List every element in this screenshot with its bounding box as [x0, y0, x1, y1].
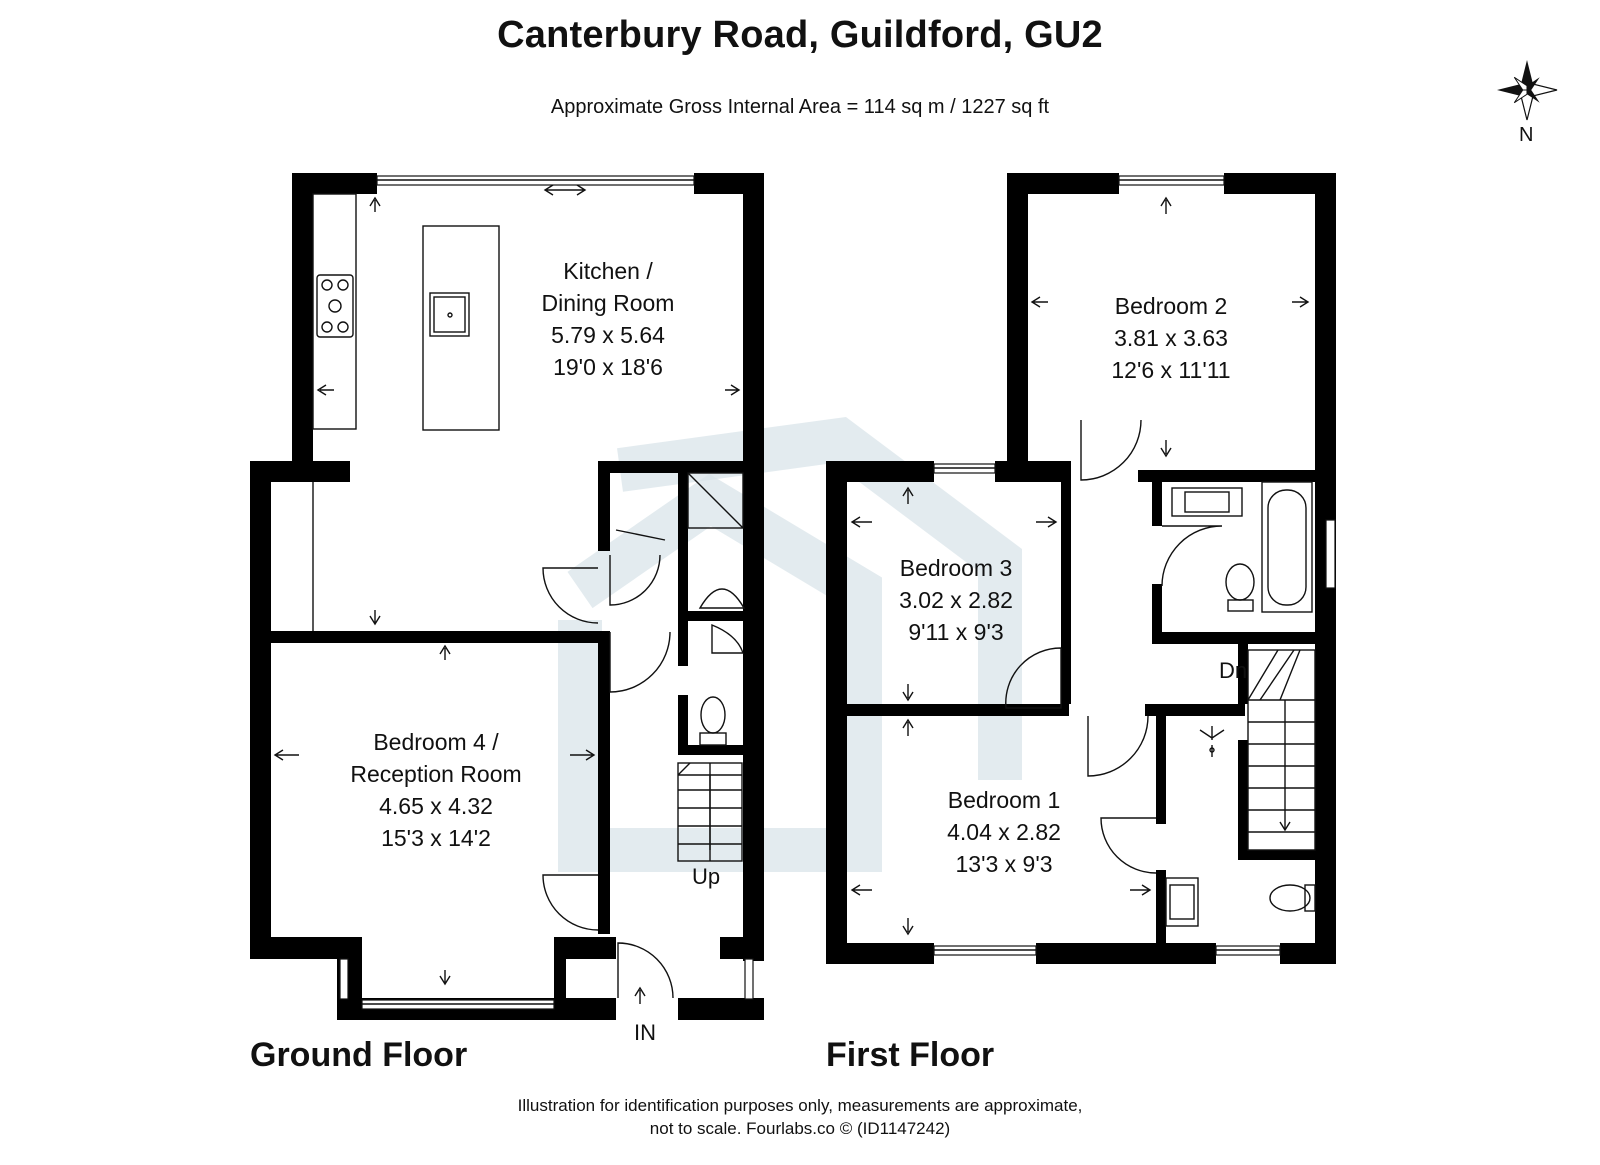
- first-dimension-arrows: [850, 196, 1310, 936]
- first-bedroom3-label: Bedroom 3 3.02 x 2.82 9'11 x 9'3: [899, 555, 1013, 645]
- kitchen-name-line2: Dining Room: [542, 290, 675, 316]
- ground-floor-walls: [250, 173, 764, 1020]
- footer-disclaimer: Illustration for identification purposes…: [0, 1094, 1600, 1140]
- bedroom3-imperial: 9'11 x 9'3: [908, 619, 1003, 645]
- kitchen-metric: 5.79 x 5.64: [551, 322, 665, 348]
- first-bedroom2-label: Bedroom 2 3.81 x 3.63 12'6 x 11'11: [1111, 293, 1230, 383]
- bedroom1-imperial: 13'3 x 9'3: [955, 851, 1052, 877]
- kitchen-fittings: [312, 193, 500, 631]
- footer-line-1: Illustration for identification purposes…: [517, 1096, 1083, 1115]
- first-floor-walls: [826, 173, 1336, 964]
- kitchen-imperial: 19'0 x 18'6: [553, 354, 663, 380]
- bedroom2-imperial: 12'6 x 11'11: [1111, 357, 1230, 383]
- kitchen-name-line1: Kitchen /: [563, 258, 653, 284]
- bedroom2-metric: 3.81 x 3.63: [1114, 325, 1228, 351]
- ground-wc-fittings: [687, 472, 746, 746]
- first-floor-windows: [933, 175, 1336, 956]
- page-title: Canterbury Road, Guildford, GU2: [497, 14, 1103, 56]
- entrance-label: IN: [634, 1020, 656, 1045]
- bedroom4-name-line1: Bedroom 4 /: [373, 729, 499, 755]
- ground-stairs-up-label: Up: [692, 864, 720, 889]
- ground-bedroom4-label: Bedroom 4 / Reception Room 4.65 x 4.32 1…: [350, 729, 521, 851]
- first-doors: [1005, 419, 1223, 874]
- bedroom4-name-line2: Reception Room: [350, 761, 521, 787]
- north-label: N: [1519, 124, 1534, 146]
- footer-line-2: not to scale. Fourlabs.co © (ID1147242): [649, 1119, 951, 1138]
- bedroom1-name: Bedroom 1: [948, 787, 1061, 813]
- area-subtitle: Approximate Gross Internal Area = 114 sq…: [550, 96, 1050, 118]
- ground-doors: [542, 529, 674, 999]
- ground-kitchen-label: Kitchen / Dining Room 5.79 x 5.64 19'0 x…: [542, 258, 675, 380]
- ground-dimension-arrows: [273, 184, 741, 1004]
- first-stairs: [1247, 649, 1316, 851]
- ensuite-fittings: [1171, 481, 1313, 613]
- bedroom3-name: Bedroom 3: [900, 555, 1013, 581]
- bedroom3-metric: 3.02 x 2.82: [899, 587, 1013, 613]
- first-stairs-down-label: Dn: [1219, 658, 1247, 683]
- first-bedroom1-label: Bedroom 1 4.04 x 2.82 13'3 x 9'3: [947, 787, 1061, 877]
- first-floor-label: First Floor: [826, 1036, 995, 1074]
- bedroom4-imperial: 15'3 x 14'2: [381, 825, 491, 851]
- compass-icon: [1497, 60, 1558, 121]
- ground-stairs: [677, 762, 743, 862]
- bedroom1-metric: 4.04 x 2.82: [947, 819, 1061, 845]
- watermark-logo: [558, 416, 1022, 872]
- bedroom2-name: Bedroom 2: [1115, 293, 1228, 319]
- ground-floor-windows: [339, 175, 754, 1010]
- bathroom-fittings: [1165, 726, 1316, 927]
- bedroom4-metric: 4.65 x 4.32: [379, 793, 493, 819]
- ground-floor-label: Ground Floor: [250, 1036, 468, 1074]
